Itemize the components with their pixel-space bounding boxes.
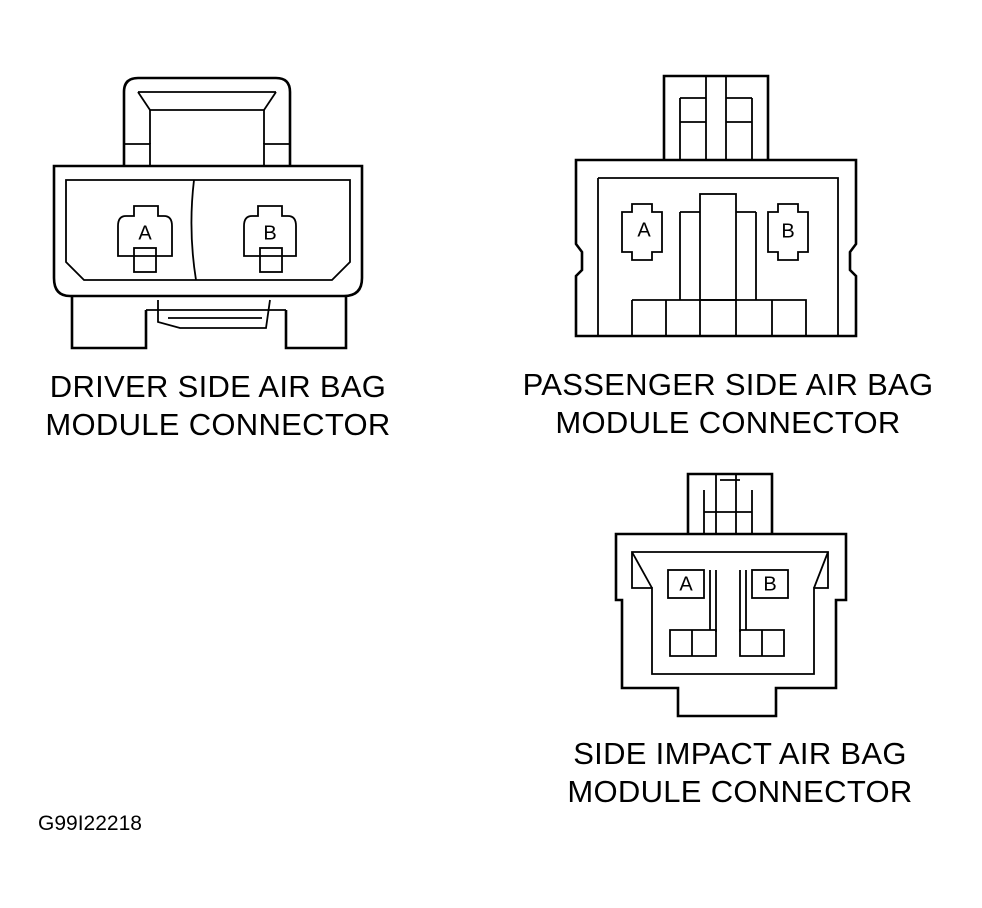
passenger-connector-caption: PASSENGER SIDE AIR BAG MODULE CONNECTOR [498, 366, 958, 442]
side-impact-caption-line1: SIDE IMPACT AIR BAG [573, 736, 907, 771]
passenger-caption-line1: PASSENGER SIDE AIR BAG [522, 367, 934, 402]
passenger-pin-b-label: B [781, 220, 794, 242]
driver-connector-caption: DRIVER SIDE AIR BAG MODULE CONNECTOR [20, 368, 416, 444]
passenger-caption-line2: MODULE CONNECTOR [555, 405, 901, 440]
passenger-connector-drawing: A B [574, 74, 858, 338]
side-impact-pin-a-label: A [679, 573, 693, 595]
side-impact-connector-caption: SIDE IMPACT AIR BAG MODULE CONNECTOR [540, 735, 940, 811]
side-impact-pin-b-label: B [763, 573, 776, 595]
driver-pin-a-label: A [138, 222, 152, 244]
driver-caption-line1: DRIVER SIDE AIR BAG [49, 369, 387, 404]
side-impact-caption-line2: MODULE CONNECTOR [567, 774, 913, 809]
driver-caption-line2: MODULE CONNECTOR [45, 407, 391, 442]
driver-connector-drawing: A B [52, 76, 364, 350]
passenger-pin-a-label: A [637, 219, 651, 241]
figure-code: G99I22218 [38, 812, 142, 835]
side-impact-connector-drawing: A B [614, 472, 848, 718]
driver-pin-b-label: B [263, 222, 276, 244]
